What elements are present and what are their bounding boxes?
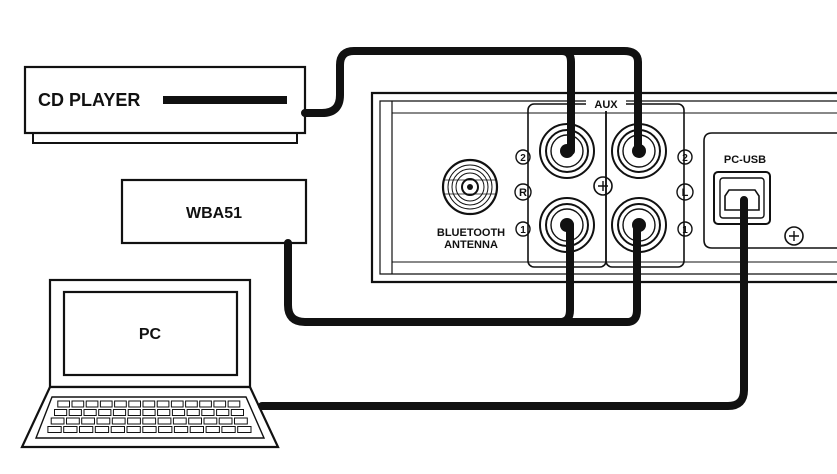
keyboard-key (110, 426, 125, 433)
keyboard-key (170, 400, 184, 408)
ground-screw-icon (593, 176, 613, 196)
bluetooth-label-line1: BLUETOOTH (437, 227, 505, 239)
cd-player-device (23, 65, 307, 144)
cables (258, 47, 748, 410)
keyboard-key (63, 426, 78, 433)
keyboard-key (213, 400, 227, 408)
keyboard-key (157, 409, 171, 416)
keyboard-key (216, 409, 230, 416)
cd-player-label: CD PLAYER (38, 90, 140, 110)
left-input-2-badge: 2 (682, 153, 688, 164)
keyboard-key (111, 417, 126, 425)
keyboard-key (99, 400, 113, 408)
keyboard-key (218, 417, 233, 425)
pc-label: PC (139, 326, 162, 343)
keyboard-key (94, 426, 110, 433)
bluetooth-antenna-connector (441, 158, 499, 216)
keyboard-key (237, 426, 252, 433)
keyboard-key (230, 409, 245, 416)
keyboard-key (57, 400, 70, 408)
keyboard-key (173, 426, 189, 433)
right-channel-badge: R (519, 187, 527, 199)
keyboard-key (83, 409, 97, 416)
keyboard-key (201, 409, 215, 416)
keyboard-key (156, 400, 170, 408)
keyboard-key (171, 409, 186, 416)
keyboard-key (127, 417, 141, 425)
keyboard-key (142, 409, 156, 416)
keyboard-key (157, 417, 172, 425)
keyboard-key (66, 417, 80, 425)
keyboard-key (203, 417, 218, 425)
laptop-device (20, 278, 280, 449)
keyboard-key (185, 400, 198, 408)
keyboard-key (128, 400, 142, 408)
keyboard-key (172, 417, 187, 425)
keyboard-key (142, 417, 157, 425)
keyboard-key (114, 400, 127, 408)
keyboard-key (68, 409, 82, 416)
left-channel-badge: L (682, 187, 689, 199)
keyboard-key (98, 409, 112, 416)
amplifier-rear-panel (370, 91, 837, 284)
pc-usb-section (703, 132, 837, 249)
pc-usb-label: PC-USB (724, 154, 766, 166)
keyboard-key (189, 426, 204, 433)
keyboard-icon (47, 400, 252, 433)
keyboard-key (112, 409, 127, 416)
keyboard-key (205, 426, 220, 433)
keyboard-key (54, 409, 68, 416)
keyboard-key (227, 400, 241, 408)
left-input-1-badge: 1 (682, 225, 688, 236)
wba51-device (120, 178, 308, 245)
aux-label: AUX (594, 99, 618, 111)
bluetooth-label-line2: ANTENNA (444, 239, 498, 251)
keyboard-key (126, 426, 141, 433)
keyboard-key (186, 409, 200, 416)
keyboard-key (221, 426, 236, 433)
wba51-label: WBA51 (186, 205, 242, 222)
keyboard-key (50, 417, 65, 425)
keyboard-key (85, 400, 99, 408)
keyboard-key (79, 426, 94, 433)
right-input-2-badge: 2 (520, 153, 526, 164)
keyboard-key (81, 417, 95, 425)
keyboard-key (158, 426, 173, 433)
panel-screw-icon (784, 226, 804, 246)
keyboard-key (142, 426, 157, 433)
keyboard-key (234, 417, 248, 425)
right-input-1-badge: 1 (520, 225, 526, 236)
keyboard-key (199, 400, 212, 408)
disc-slot (163, 96, 287, 104)
keyboard-key (127, 409, 141, 416)
keyboard-key (188, 417, 202, 425)
keyboard-key (96, 417, 111, 425)
keyboard-key (142, 400, 156, 408)
keyboard-key (71, 400, 85, 408)
keyboard-key (47, 426, 62, 433)
